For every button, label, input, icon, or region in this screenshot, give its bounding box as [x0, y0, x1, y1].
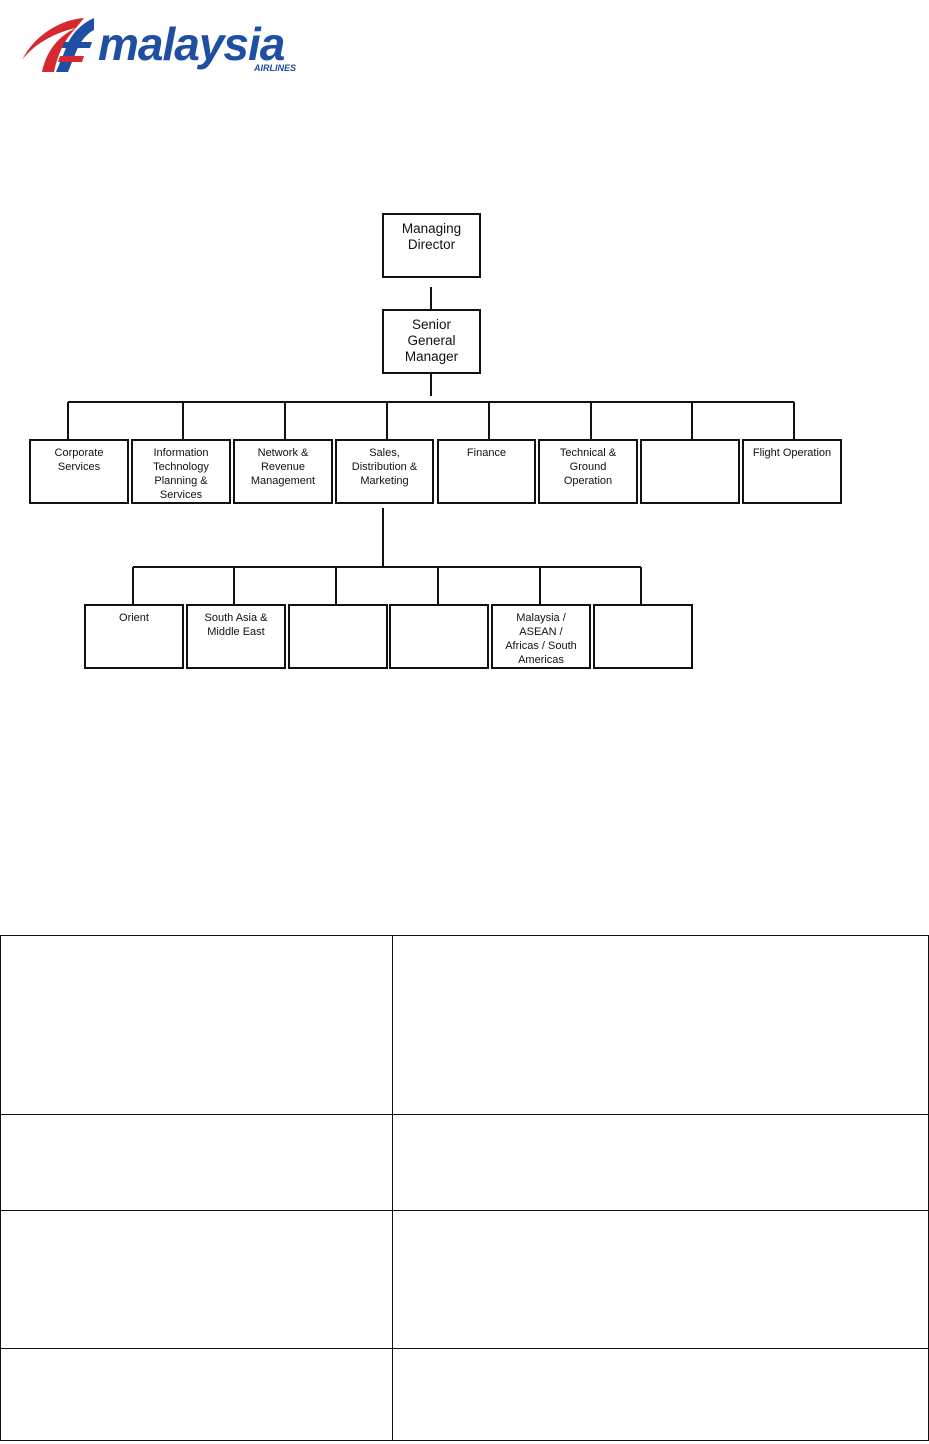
division-label: Corporate Services	[54, 447, 104, 473]
table-row	[0, 1348, 929, 1441]
division-box-empty	[640, 439, 740, 504]
division-label: Network & Revenue Management	[250, 447, 316, 487]
division-box-information-technology: Information Technology Planning & Servic…	[131, 439, 231, 504]
region-label	[391, 606, 487, 611]
table-cell	[0, 935, 393, 1115]
logo-mark-icon: malaysia AIRLINES	[22, 18, 296, 73]
svg-text:AIRLINES: AIRLINES	[253, 63, 296, 73]
managing-director-box: Managing Director	[382, 213, 481, 278]
region-box-south-asia: South Asia & Middle East	[186, 604, 286, 669]
division-box-corporate-services: Corporate Services	[29, 439, 129, 504]
org-chart-connectors	[67, 287, 795, 605]
region-label	[290, 606, 386, 611]
division-box-flight-operation: Flight Operation	[742, 439, 842, 504]
table-cell	[0, 1348, 393, 1441]
info-table	[0, 935, 929, 1441]
region-box-empty-3	[593, 604, 693, 669]
svg-text:malaysia: malaysia	[98, 18, 285, 70]
table-cell	[392, 1210, 929, 1349]
table-row	[0, 1210, 929, 1349]
malaysia-airlines-logo: malaysia AIRLINES	[14, 14, 306, 74]
table-row	[0, 1114, 929, 1211]
senior-general-manager-label: Senior General Manager	[404, 317, 459, 364]
table-cell	[0, 1114, 393, 1211]
region-label: South Asia & Middle East	[204, 612, 268, 638]
region-label: Malaysia / ASEAN / Africas / South Ameri…	[505, 612, 577, 666]
region-box-orient: Orient	[84, 604, 184, 669]
table-cell	[392, 1348, 929, 1441]
division-label: Information Technology Planning & Servic…	[153, 447, 209, 501]
region-box-empty-2	[389, 604, 489, 669]
senior-general-manager-box: Senior General Manager	[382, 309, 481, 374]
region-box-malaysia-asean: Malaysia / ASEAN / Africas / South Ameri…	[491, 604, 591, 669]
division-label: Sales, Distribution & Marketing	[351, 447, 418, 487]
region-box-empty-1	[288, 604, 388, 669]
table-cell	[392, 1114, 929, 1211]
table-cell	[392, 935, 929, 1115]
division-label: Finance	[466, 447, 507, 459]
division-box-technical-ground: Technical & Ground Operation	[538, 439, 638, 504]
division-label: Flight Operation	[752, 447, 832, 459]
managing-director-label: Managing Director	[401, 221, 462, 252]
division-label: Technical & Ground Operation	[559, 447, 617, 487]
region-label: Orient	[119, 612, 149, 624]
org-chart: Managing Director Senior General Manager…	[0, 0, 929, 720]
division-label	[642, 441, 738, 446]
table-cell	[0, 1210, 393, 1349]
table-row	[0, 935, 929, 1115]
division-box-network-revenue: Network & Revenue Management	[233, 439, 333, 504]
region-label	[595, 606, 691, 611]
division-box-finance: Finance	[437, 439, 536, 504]
division-box-sales-distribution: Sales, Distribution & Marketing	[335, 439, 434, 504]
